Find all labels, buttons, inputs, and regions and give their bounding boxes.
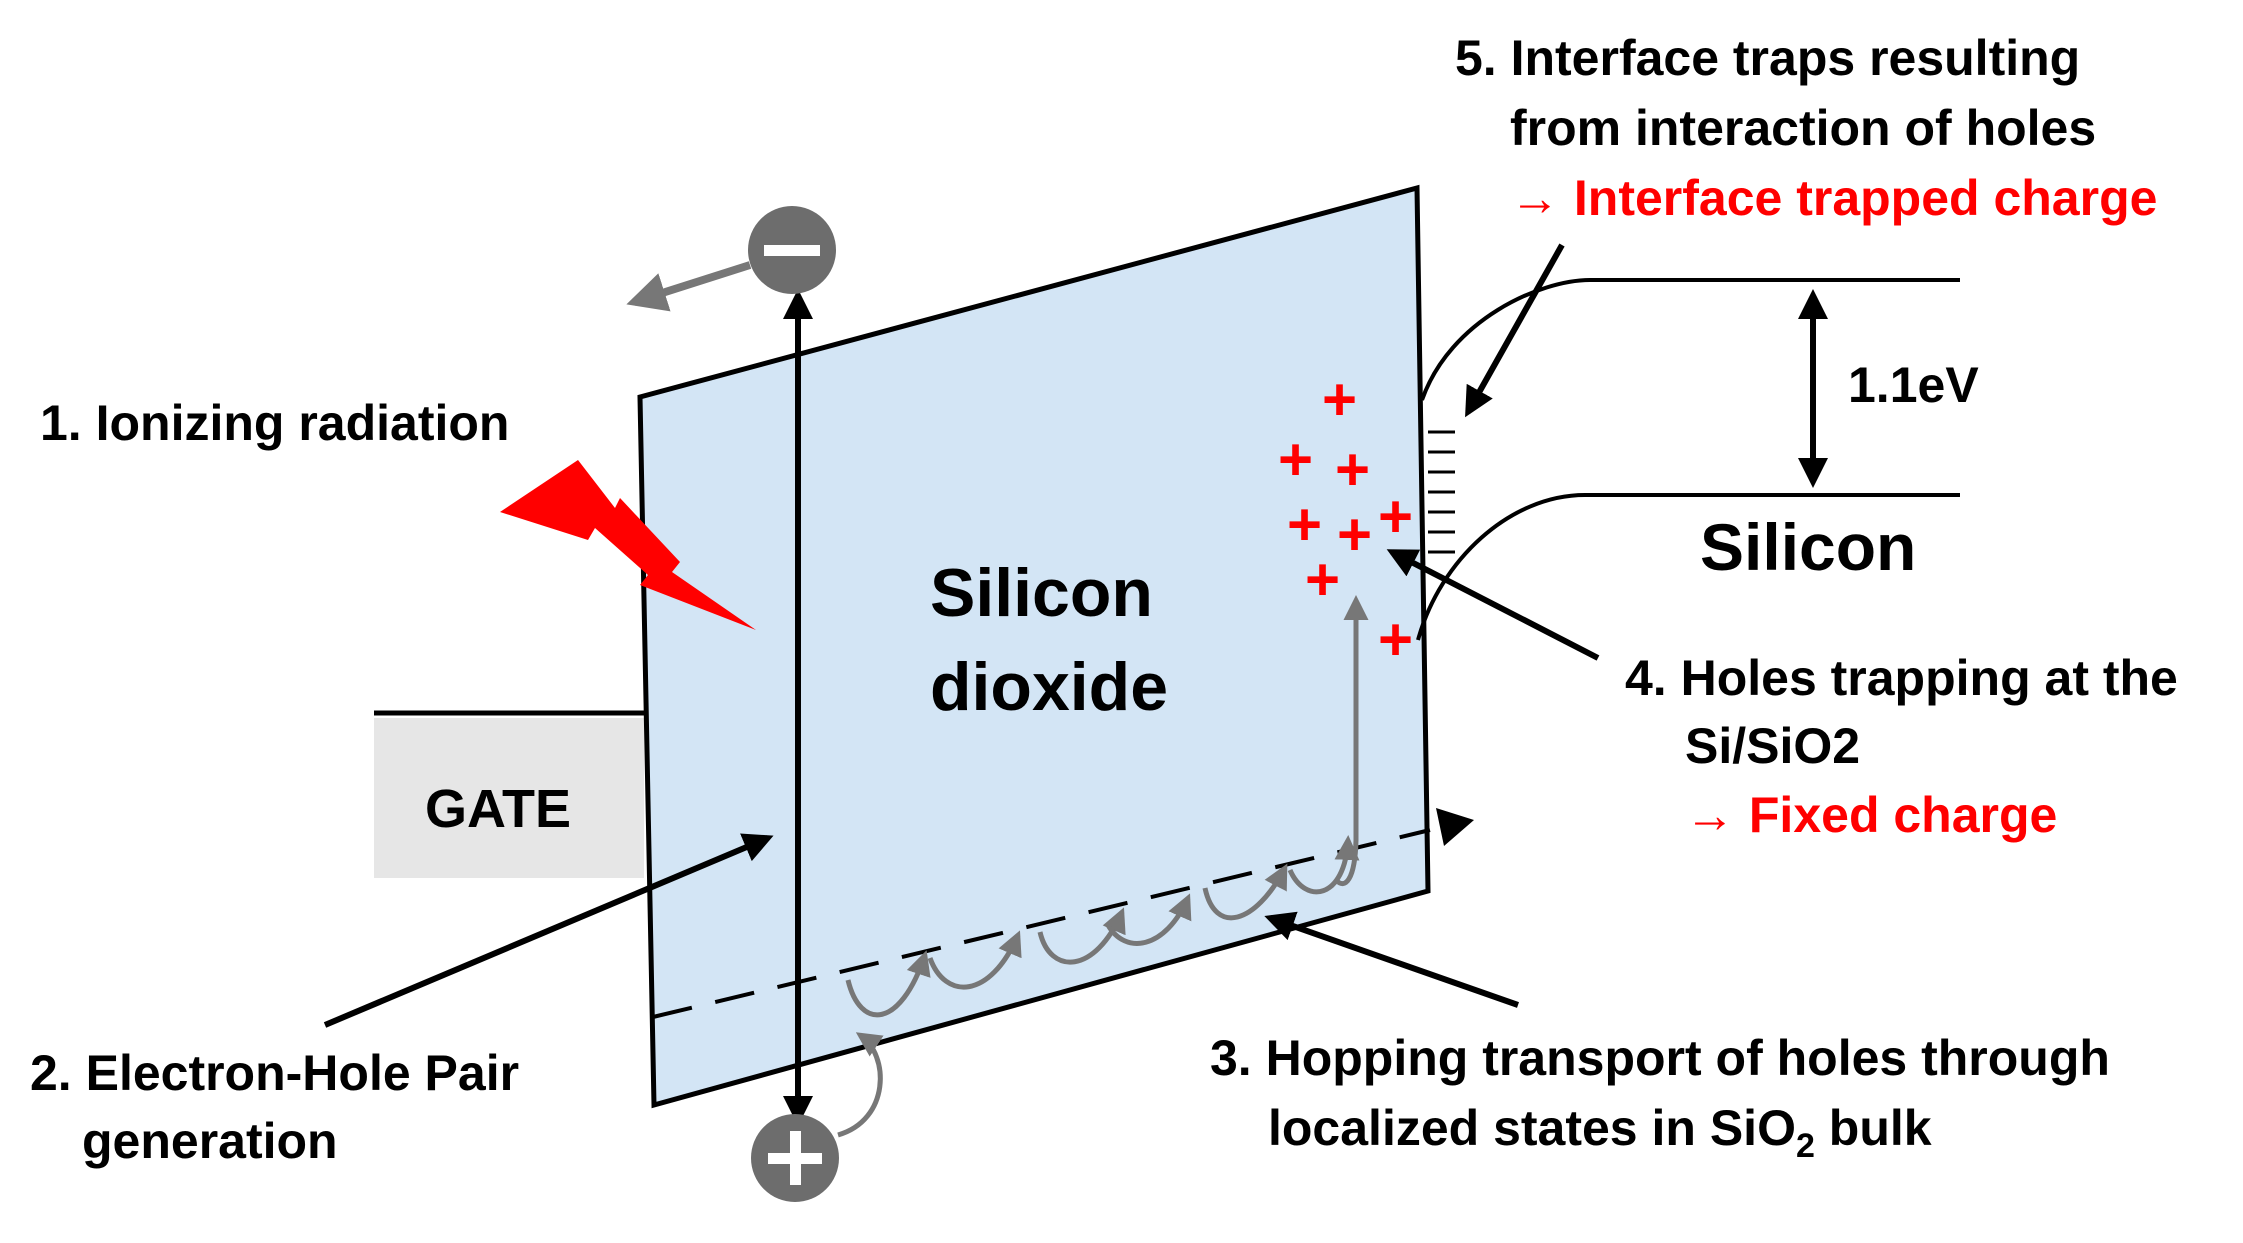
localized-states-line bbox=[652, 828, 1431, 1019]
gate-box bbox=[374, 718, 644, 878]
step2-label-line2: generation bbox=[82, 1113, 338, 1169]
oxide-body bbox=[637, 184, 1431, 1109]
step4-result: → Fixed charge bbox=[1685, 787, 2057, 843]
oxide-label-line1: Silicon bbox=[930, 555, 1153, 631]
step3-label-line2: localized states in SiO2 bulk bbox=[1268, 1100, 1932, 1165]
step2-label-line1: 2. Electron-Hole Pair bbox=[30, 1045, 519, 1101]
bandgap-label: 1.1eV bbox=[1848, 357, 1979, 413]
electron-carrier bbox=[626, 206, 836, 312]
trapped-holes: + + + + + + + + bbox=[1278, 366, 1413, 673]
step4-label-line2: Si/SiO2 bbox=[1685, 718, 1860, 774]
plus-bar-v bbox=[790, 1131, 801, 1185]
step1-label: 1. Ionizing radiation bbox=[40, 395, 509, 451]
trapped-hole: + bbox=[1378, 606, 1413, 673]
hopping-arcs bbox=[837, 595, 1369, 1138]
trapped-hole: + bbox=[1378, 483, 1413, 550]
step5-label-line2: from interaction of holes bbox=[1510, 100, 2096, 156]
trapped-hole: + bbox=[1337, 501, 1372, 568]
trapped-hole: + bbox=[1278, 426, 1313, 493]
silicon-bands bbox=[1416, 278, 1960, 641]
silicon-label: Silicon bbox=[1700, 510, 1916, 584]
step3-label-line1: 3. Hopping transport of holes through bbox=[1210, 1030, 2110, 1086]
hop-arc bbox=[1202, 863, 1288, 921]
step3-pointer-arrow bbox=[1264, 911, 1519, 1008]
lightning-bolt-icon bbox=[500, 460, 756, 630]
trapped-hole: + bbox=[1335, 436, 1370, 503]
gate-label: GATE bbox=[425, 779, 571, 839]
step5-result: → Interface trapped charge bbox=[1510, 170, 2157, 226]
electron-escape-arrow bbox=[626, 261, 752, 312]
minus-bar bbox=[764, 245, 820, 256]
localized-states-arrowhead bbox=[1436, 808, 1474, 846]
oxide-label-line2: dioxide bbox=[930, 649, 1168, 725]
trapped-hole: + bbox=[1322, 366, 1357, 433]
hole-carrier bbox=[751, 1114, 839, 1202]
hop-arc bbox=[927, 930, 1022, 990]
step2-pointer-arrow bbox=[323, 833, 774, 1028]
step4-pointer-arrow bbox=[1386, 549, 1600, 661]
trapped-hole: + bbox=[1305, 546, 1340, 613]
oxide-slab: Silicon dioxide bbox=[637, 184, 1431, 1109]
hop-arc-rise bbox=[1334, 595, 1369, 887]
step5-pointer-arrow bbox=[1465, 243, 1565, 418]
hop-arc bbox=[845, 950, 931, 1018]
hop-arc bbox=[1105, 893, 1192, 946]
trapped-hole: + bbox=[1287, 491, 1322, 558]
hop-arc-entry bbox=[837, 1032, 884, 1138]
hop-arc bbox=[1287, 835, 1360, 895]
gate-block: GATE bbox=[374, 710, 650, 878]
conduction-band-edge bbox=[1420, 278, 1960, 401]
step4-label-line1: 4. Holes trapping at the bbox=[1625, 650, 2178, 706]
interface-trap-ticks bbox=[1428, 430, 1455, 554]
step5-label-line1: 5. Interface traps resulting bbox=[1455, 30, 2080, 86]
valence-band-edge bbox=[1416, 493, 1960, 641]
